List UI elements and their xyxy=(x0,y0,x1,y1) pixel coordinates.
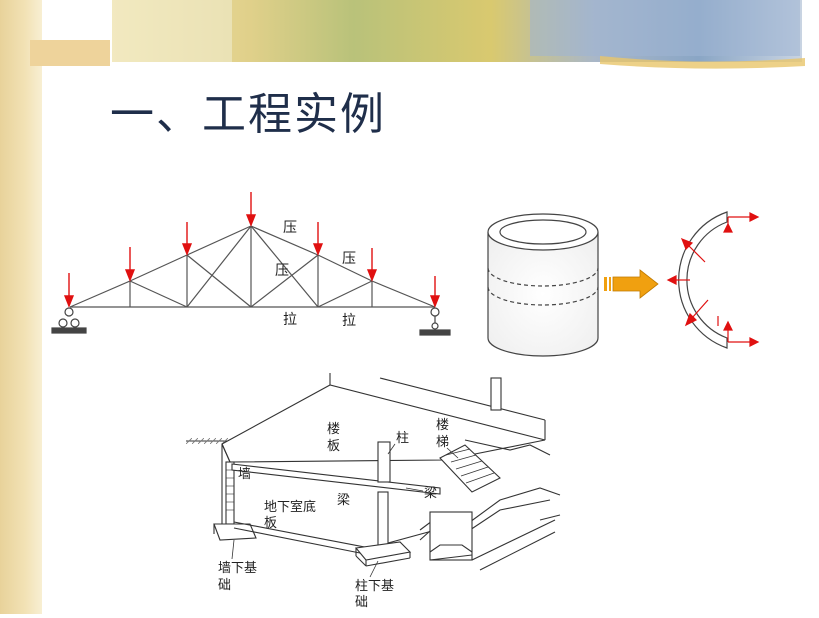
load-arrow-head xyxy=(63,295,75,308)
truss-label-compression-top: 压 xyxy=(283,220,297,236)
truss-load-arrows xyxy=(63,192,441,308)
truss-diagonal xyxy=(129,280,188,308)
flower-texture xyxy=(530,0,800,56)
section-arrow xyxy=(604,269,659,299)
internal-pressure-arrows xyxy=(666,212,760,347)
label-basement-slab-1: 地下室底 xyxy=(264,499,316,515)
load-arrow-head xyxy=(429,295,441,308)
load-arrow-head xyxy=(181,243,193,256)
label-stairs-1: 楼 xyxy=(436,418,449,433)
leader-column xyxy=(387,443,396,455)
load-arrow-head xyxy=(124,269,136,282)
truss-diagonal xyxy=(317,280,373,308)
truss-diagonal xyxy=(250,254,319,308)
roof-truss-diagram xyxy=(69,225,436,308)
label-column-footing-2: 础 xyxy=(355,595,368,610)
truss-diagonal xyxy=(250,225,319,308)
truss-label-tension-left: 拉 xyxy=(283,312,297,328)
label-stairs-2: 梯 xyxy=(436,435,449,450)
label-wall-footing-2: 础 xyxy=(218,578,231,593)
label-column-footing-1: 柱下基 xyxy=(355,579,394,594)
leader-beam xyxy=(405,487,424,492)
load-arrow-head xyxy=(245,214,257,227)
label-wall: 墙 xyxy=(238,467,251,482)
label-wall-footing-1: 墙下基 xyxy=(218,561,257,576)
label-beam-right: 梁 xyxy=(424,486,437,501)
label-floor-slab-1: 楼 xyxy=(327,422,340,437)
truss-top-chord xyxy=(69,225,436,308)
slide-title: 一、工程实例 xyxy=(110,89,386,140)
top-left-decorative-block xyxy=(30,40,110,66)
load-arrow-head xyxy=(312,243,324,256)
load-arrow-head xyxy=(366,269,378,282)
pressure-vessel-cylinder xyxy=(487,213,599,357)
label-beam-left: 梁 xyxy=(337,493,350,508)
pinned-support-left xyxy=(51,307,87,334)
truss-label-compression-right: 压 xyxy=(342,251,356,267)
truss-diagonal xyxy=(186,225,252,308)
label-basement-slab-2: 板 xyxy=(264,516,277,531)
golden-streak xyxy=(600,56,805,69)
truss-label-compression-mid: 压 xyxy=(275,263,289,279)
left-decorative-band xyxy=(0,0,42,614)
truss-label-tension-right: 拉 xyxy=(342,313,356,329)
leader-column-footing xyxy=(369,560,379,578)
leader-stairs xyxy=(446,447,459,459)
roller-support-right xyxy=(419,307,451,336)
building-section-diagram xyxy=(186,373,561,571)
truss-diagonal xyxy=(186,254,252,308)
label-column: 柱 xyxy=(396,431,409,446)
leader-wall-footing xyxy=(231,539,235,560)
leaf-texture-1 xyxy=(112,0,232,62)
label-floor-slab-2: 板 xyxy=(327,439,340,454)
